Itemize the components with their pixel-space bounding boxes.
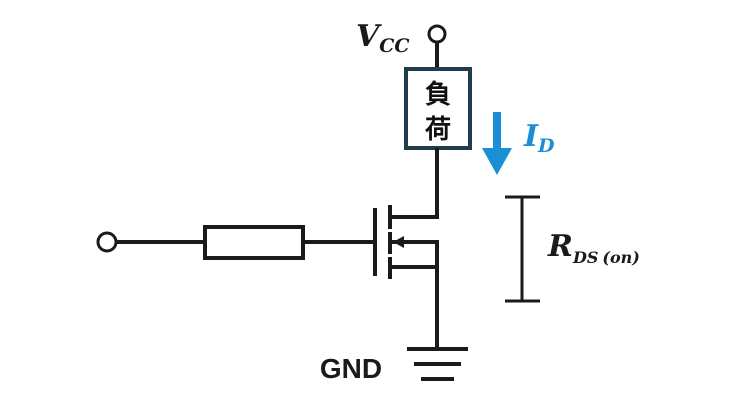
vcc-label: VCC <box>356 19 410 57</box>
input-terminal <box>96 231 118 253</box>
mosfet-arrow <box>393 236 404 248</box>
current-arrow-head <box>482 148 512 175</box>
load-label-line2: 荷 <box>425 115 451 145</box>
load-label-line1: 負 <box>425 80 451 110</box>
rds-label: RDS(on) <box>547 229 640 267</box>
vcc-terminal <box>427 24 447 44</box>
gnd-label: GND <box>320 353 382 384</box>
id-label: ID <box>523 119 555 157</box>
gate-resistor <box>203 225 305 260</box>
